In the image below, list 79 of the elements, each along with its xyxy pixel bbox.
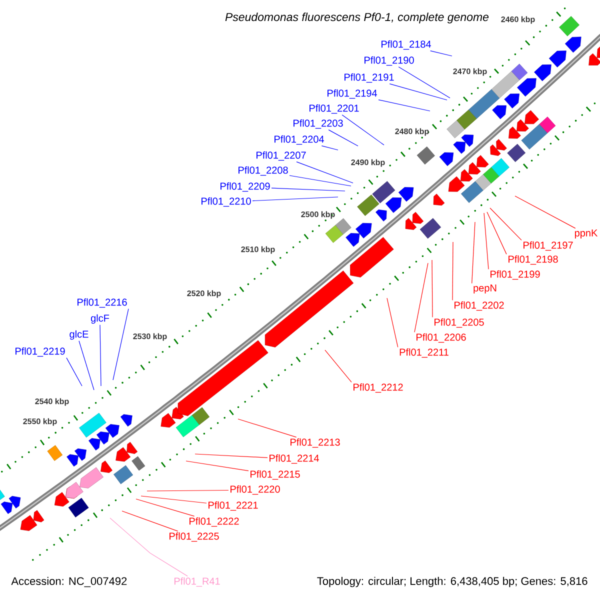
leader-line	[430, 50, 452, 56]
leader-line	[490, 208, 522, 240]
leader-line	[386, 298, 398, 348]
gene-label: Pfl01_2199	[490, 270, 540, 280]
tick-label: 2540 kbp	[35, 398, 69, 406]
gene-label: Pfl01_2201	[310, 104, 359, 114]
leader-line	[78, 340, 94, 390]
gene-label: Pfl01_2222	[190, 517, 239, 527]
gene-label: Pfl01_2209	[220, 182, 270, 192]
leader-line	[238, 418, 297, 438]
tick-label: 2460 kbp	[501, 16, 535, 24]
gene-label: Pfl01_R41	[174, 577, 220, 587]
leader-line	[122, 510, 178, 532]
leader-line	[100, 324, 102, 386]
leader-line	[112, 308, 129, 380]
tick-label: 2530 kbp	[133, 333, 167, 341]
leader-line	[271, 188, 346, 192]
gene-label: ppnK	[574, 230, 598, 238]
leader-line	[110, 518, 188, 576]
leader-line	[389, 84, 448, 100]
gene-label: Pfl01_2212	[354, 383, 403, 393]
gene-label: Pfl01_2184	[382, 40, 431, 50]
gene-label: Pfl01_2206	[416, 333, 466, 343]
tick-label: 2480 kbp	[395, 128, 429, 136]
gene-label: Pfl01_2219	[16, 347, 65, 357]
leader-line	[432, 260, 433, 318]
tick-label: 2490 kbp	[351, 159, 385, 167]
leader-line	[484, 212, 489, 270]
gene-label: glcE	[70, 330, 88, 340]
gene-label: Pfl01_2207	[256, 151, 306, 161]
leader-line	[186, 460, 249, 472]
tick-label: 2550 kbp	[23, 418, 57, 426]
leader-line	[378, 99, 430, 112]
gene-label: Pfl01_2214	[270, 454, 319, 464]
leader-line	[321, 146, 338, 150]
gene-label: Pfl01_2216	[78, 298, 127, 308]
gene-label: Pfl01_2203	[294, 119, 343, 129]
leader-line	[252, 196, 338, 202]
title: Pseudomonas fluorescens Pf0-1, complete genome	[225, 12, 489, 24]
tick-label: 2520 kbp	[187, 290, 221, 298]
tick-label: 2510 kbp	[241, 246, 275, 254]
gene-label: Pfl01_2202	[454, 301, 504, 311]
leader-line	[472, 222, 476, 284]
leader-line	[414, 262, 428, 332]
tick-label: 2470 kbp	[453, 68, 487, 76]
gene-label: Pfl01_2198	[508, 255, 558, 265]
gene-label: glcF	[90, 314, 110, 324]
leader-line	[146, 490, 229, 492]
gene-label: Pfl01_2211	[400, 348, 448, 358]
gene-label: Pfl01_2210	[202, 197, 251, 207]
leader-line	[296, 162, 354, 184]
gene-label: Pfl01_2208	[238, 166, 288, 176]
gene-label: Pfl01_2221	[208, 501, 258, 511]
leader-line	[194, 454, 268, 458]
leader-line	[486, 212, 507, 254]
leader-line	[66, 358, 82, 386]
gene-label: Pfl01_2191	[344, 73, 394, 83]
gene-label: Pfl01_2205	[434, 318, 484, 328]
gene-label: Pfl01_2225	[170, 532, 219, 542]
leader-line	[452, 242, 454, 300]
gene-label: Pfl01_2213	[290, 438, 340, 448]
leader-line	[136, 498, 195, 516]
gene-label: Pfl01_2194	[328, 89, 377, 99]
gene-label: Pfl01_2197	[524, 241, 573, 251]
footer-text: Topology: circular; Length: 6,438,405 bp; Genes: 5,816	[317, 576, 588, 588]
gene-label: Pfl01_2190	[364, 56, 414, 66]
leader-line	[324, 350, 352, 382]
footer-text: Accession: NC_007492	[11, 576, 127, 588]
leader-line	[398, 66, 450, 98]
gene-label: Pfl01_2204	[274, 135, 324, 145]
gene-label: Pfl01_2220	[230, 485, 280, 495]
tick-label: 2500 kbp	[301, 211, 335, 219]
leader-line	[328, 130, 358, 146]
leader-line	[289, 175, 352, 186]
gene-label: Pfl01_2215	[250, 470, 300, 480]
leader-line	[342, 114, 384, 146]
leader-line	[140, 496, 207, 504]
leader-line	[514, 196, 576, 229]
gene-label: pepN	[474, 284, 496, 294]
